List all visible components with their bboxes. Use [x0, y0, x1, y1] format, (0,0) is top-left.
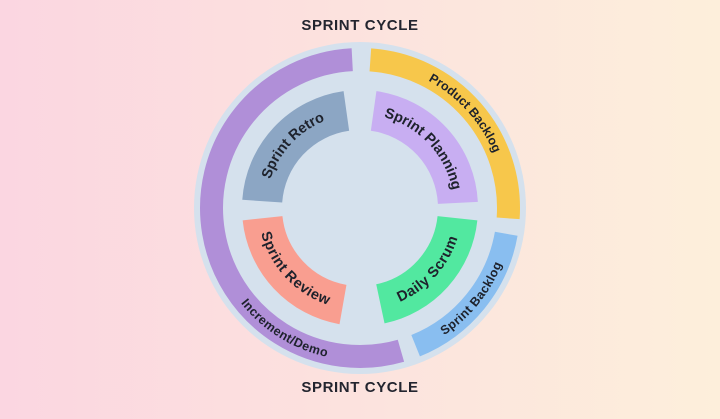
sprint-planning-segment	[370, 91, 478, 205]
diagram-base-circle	[194, 42, 526, 374]
sprint-review-segment	[242, 215, 348, 325]
product-backlog-segment	[369, 48, 520, 220]
sprint-backlog-segment	[411, 231, 518, 357]
sprint-retro-segment	[242, 91, 350, 204]
title-bottom: SPRINT CYCLE	[301, 379, 418, 396]
daily-scrum-segment	[375, 215, 478, 324]
increment-demo-segment	[200, 48, 405, 368]
title-top: SPRINT CYCLE	[301, 17, 418, 34]
